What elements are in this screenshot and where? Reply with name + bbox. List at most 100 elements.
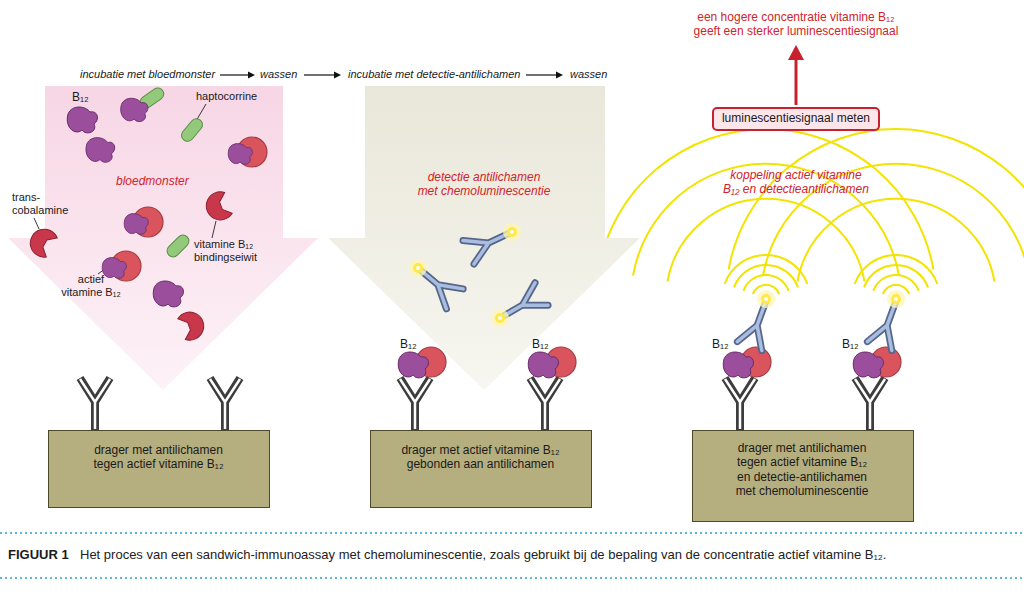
transcobalamin — [416, 347, 446, 377]
process-step: wassen — [260, 68, 297, 81]
capture-antibody — [210, 378, 240, 430]
vitamin-b12 — [86, 138, 115, 163]
arrow-shape — [328, 86, 640, 390]
chemiluminescent-label — [757, 290, 775, 308]
haptocorrin — [138, 86, 166, 111]
process-arrows — [220, 72, 563, 79]
arrow-shaft — [795, 58, 798, 105]
light-wave — [734, 265, 798, 288]
transcobalamin — [133, 207, 163, 237]
bound-complexes — [398, 347, 901, 378]
arrow-outline — [8, 86, 320, 392]
measure-box: luminescentiesignaal meten — [712, 107, 880, 131]
vitamin-b12 — [398, 352, 428, 378]
process-step: incubatie met detectie-antilichamen — [348, 68, 520, 81]
detection-antibody — [463, 220, 517, 264]
binding-protein — [202, 190, 233, 224]
transcobalamin — [237, 137, 267, 167]
vitamin-b12 — [121, 98, 148, 121]
molecule-label: vitamine B₁₂ bindingseiwit — [194, 238, 274, 264]
light-wave — [729, 129, 1024, 269]
figure-caption: Het proces van een sandwich-immunoassay … — [80, 547, 886, 563]
process-arrow — [220, 74, 248, 75]
leader-line — [196, 104, 206, 121]
molecule-label: B₁₂ — [532, 337, 549, 351]
light-wave — [798, 199, 995, 282]
molecule-label: trans- cobalamine — [12, 191, 72, 217]
light-wave — [855, 255, 938, 284]
box-label: luminescentiesignaal meten — [714, 111, 878, 125]
active-b12 — [102, 251, 141, 281]
arrow-head — [788, 45, 804, 60]
process-arrow — [304, 74, 334, 75]
chemiluminescent-label — [491, 309, 509, 327]
leader-line — [212, 221, 216, 238]
result-note: een hogere concentratie vitamine B₁₂ gee… — [676, 10, 916, 39]
carrier-box: drager met antilichamen tegen actief vit… — [48, 430, 270, 508]
detection-antibody — [867, 297, 908, 351]
capture-antibodies — [80, 378, 885, 430]
molecule-label: B₁₂ — [72, 90, 89, 104]
molecule-label: haptocorrine — [196, 90, 257, 103]
process-step: wassen — [570, 68, 607, 81]
dotted-rule — [0, 577, 1024, 579]
vitamin-b12 — [723, 352, 753, 378]
panel-label: koppeling actief vitamine B₁₂ en detecti… — [706, 168, 886, 197]
figure-number: FIGUUR 1 — [8, 547, 69, 563]
detection-arrow: detectie antilichamen met chemoluminesce… — [328, 86, 642, 392]
detection-antibody — [494, 283, 549, 330]
light-wave — [883, 285, 909, 294]
box-label: drager met antilichamen tegen actief vit… — [59, 443, 258, 472]
vitamin-b12 — [153, 281, 183, 307]
carrier-box: drager met actief vitamine B₁₂ gebonden … — [370, 430, 592, 508]
capture-antibody — [80, 378, 110, 430]
capture-antibody — [530, 378, 560, 430]
caption-rules — [0, 533, 1024, 578]
light-wave — [668, 199, 865, 282]
transcobalamin — [871, 347, 901, 377]
box-label: drager met actief vitamine B₁₂ gebonden … — [381, 443, 580, 472]
arrow-shape — [8, 86, 318, 390]
chemiluminescent-label — [409, 259, 427, 277]
light-wave — [743, 275, 788, 291]
carrier-box: drager met antilichamen tegen actief vit… — [692, 430, 914, 522]
leader-line — [34, 218, 39, 229]
leader-line — [98, 263, 113, 274]
light-wave — [864, 265, 928, 288]
process-arrow — [526, 74, 556, 75]
vitamin-b12 — [102, 258, 126, 279]
arrow-head — [248, 72, 255, 79]
process-step: incubatie met bloedmonster — [80, 68, 215, 81]
leader-lines — [34, 104, 216, 274]
capture-antibody — [725, 378, 755, 430]
sample-arrow: B₁₂ haptocorrine bloedmonster trans- cobala… — [8, 86, 320, 392]
capture-antibody — [855, 378, 885, 430]
bound-detection-antibodies — [737, 290, 908, 351]
molecule-label: B₁₂ — [842, 337, 859, 351]
vitamin-b12 — [124, 214, 148, 235]
capture-antibody — [400, 378, 430, 430]
arrow-head — [556, 72, 563, 79]
molecule-label: actief vitamine B₁₂ — [58, 273, 124, 299]
panel-label: bloedmonster — [116, 174, 189, 188]
arrow-head — [334, 72, 341, 79]
transcobalamin — [25, 224, 59, 260]
molecule-label: B₁₂ — [712, 337, 729, 351]
light-wave — [873, 275, 918, 291]
molecule-label: B₁₂ — [400, 337, 417, 351]
light-wave — [753, 285, 779, 294]
chemiluminescent-label — [503, 223, 521, 241]
detection-antibody — [410, 258, 463, 309]
light-waves — [599, 129, 1024, 294]
vitamin-b12 — [528, 352, 558, 378]
transcobalamin — [546, 347, 576, 377]
box-label: drager met antilichamen tegen actief vit… — [732, 441, 872, 499]
haptocorrin — [165, 233, 192, 260]
detection-antibody — [737, 297, 778, 351]
active-b12 — [228, 137, 267, 167]
transcobalamin — [741, 347, 771, 377]
arrow-outline — [328, 86, 642, 392]
transcobalamin — [177, 308, 208, 342]
haptocorrin — [179, 116, 205, 144]
panel-label: detectie antilichamen met chemoluminesce… — [409, 170, 559, 199]
